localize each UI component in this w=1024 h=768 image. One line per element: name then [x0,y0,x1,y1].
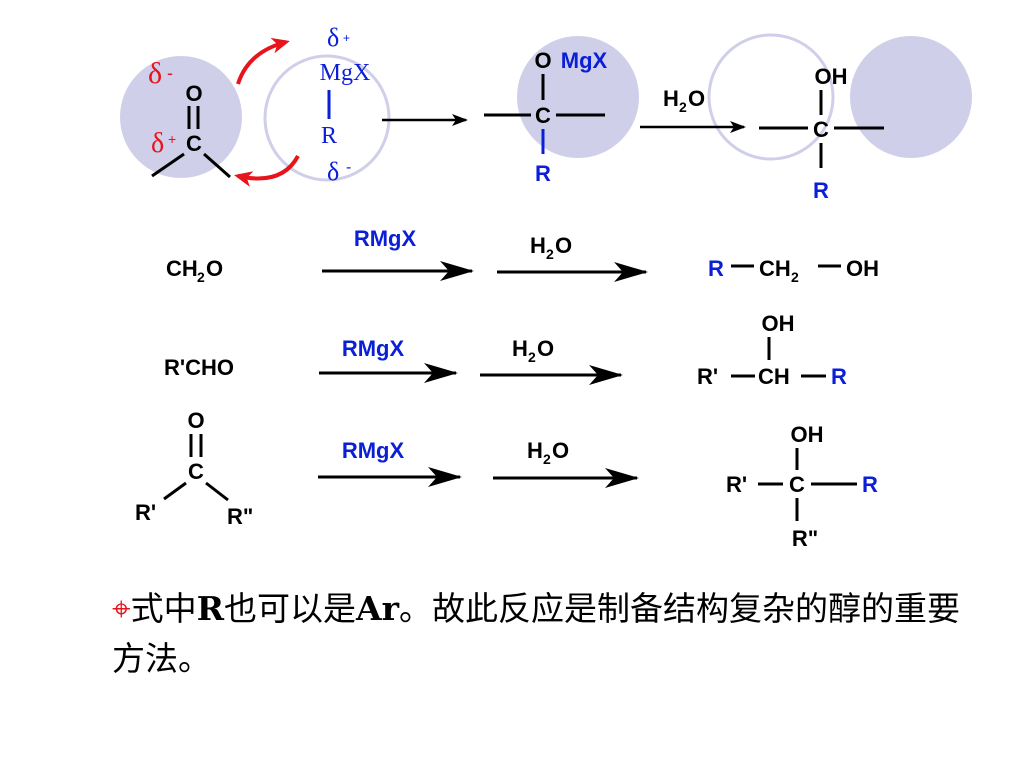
alkoxide-adduct: O MgX C R [484,48,608,186]
alcohol-oh-label: OH [815,64,848,89]
secondary-alcohol-r-label: R [831,364,847,389]
tertiary-alcohol-r-double-prime-label: R" [792,526,818,551]
aldehyde-grignard-reagent-label: RMgX [342,336,405,361]
ketone-oxygen-label: O [187,408,204,433]
alcohol-highlight-circle [850,36,972,158]
note-text-part2: 也可以是 [224,589,357,628]
formaldehyde-hydrolysis-label: H 2 O [530,233,572,262]
grignard-delta-plus-symbol: δ [327,23,339,52]
note-text-part3: 。故此反应是制备结构复杂的醇的重要方法。 [112,589,961,678]
carbonyl-delta-plus-symbol: δ [151,128,164,159]
circle-cross-bullet-icon: ⌖ [112,589,131,628]
hydrolysis-o-label: O [688,86,705,111]
secondary-alcohol-oh-label: OH [762,311,795,336]
secondary-alcohol-ch-label: CH [758,364,790,389]
primary-alcohol-ch-label: CH [759,256,791,281]
grignard-highlight-circle [263,54,391,182]
adduct-r-label: R [535,161,551,186]
aldehyde-substrate-label: R'CHO [164,355,234,380]
primary-alcohol-oh-label: OH [846,256,879,281]
formaldehyde-hydrolysis-sub: 2 [546,246,554,262]
aldehyde-hydrolysis-sub: 2 [528,349,536,365]
tertiary-alcohol-product: OH R' C R R" [726,422,878,551]
formaldehyde-hydrolysis-o: O [555,233,572,258]
carbonyl-carbon-label: C [186,131,202,156]
hydrolysis-subscript-label: 2 [679,99,687,115]
adduct-oxygen-label: O [534,48,551,73]
grignard-r-label: R [321,123,337,149]
formaldehyde-grignard-reagent-label: RMgX [354,226,417,251]
red-arrow-lower-curve [234,154,300,187]
ketone-carbon-label: C [188,459,204,484]
formaldehyde-reaction: CH 2 O RMgX H 2 O R CH 2 OH [166,226,879,285]
secondary-alcohol-product: OH R' CH R [697,311,847,389]
tertiary-alcohol-r-label: R [862,472,878,497]
adduct-highlight-circle [517,36,639,158]
ketone-hydrolysis-label: H 2 O [527,438,569,467]
adduct-mgx-label: MgX [561,48,608,73]
grignard-reagent: δ + MgX R δ - [320,23,371,186]
alcohol-r-label: R [813,178,829,203]
formaldehyde-substrate: CH 2 O [166,256,223,285]
ketone-r-double-prime-label: R" [227,504,253,529]
ketone-grignard-reagent-label: RMgX [342,438,405,463]
alcohol-open-circle [707,33,835,161]
carbonyl-highlight-circle [120,56,242,178]
red-arrow-upper-curve [236,37,290,85]
hydrolysis-h-label: H [663,86,679,111]
ketone-substrate: O C R' R" [135,408,253,529]
primary-alcohol-subscript: 2 [791,269,799,285]
primary-alcohol-r-label: R [708,256,724,281]
grignard-delta-minus-symbol: δ [327,157,339,186]
carbonyl-left-bond [151,152,185,178]
tertiary-alcohol-carbon-label: C [789,472,805,497]
grignard-delta-plus-sign: + [343,31,350,45]
ketone-hydrolysis-o: O [552,438,569,463]
carbonyl-delta-minus-symbol: δ [148,57,162,90]
aldehyde-hydrolysis-o: O [537,336,554,361]
note-text-part1: 式中 [130,589,197,628]
grignard-mgx-label: MgX [320,60,371,86]
formaldehyde-o-label: O [206,256,223,281]
ketone-hydrolysis-sub: 2 [543,451,551,467]
carbonyl-right-bond [203,152,231,179]
primary-alcohol-product: R CH 2 OH [708,256,879,285]
tertiary-alcohol-oh-label: OH [791,422,824,447]
alcohol-carbon-label: C [813,117,829,142]
carbonyl-oxygen-label: O [185,81,202,106]
carbonyl-group: O C δ - δ + [148,57,231,179]
note-bold-r: R [196,589,225,628]
mechanism-row: O C δ - δ + δ + MgX R δ - O [120,23,972,203]
carbonyl-delta-plus-sign: + [168,131,176,147]
ketone-hydrolysis-h: H [527,438,543,463]
ketone-r-prime-label: R' [135,500,156,525]
formaldehyde-ch-label: CH [166,256,198,281]
aldehyde-reaction: R'CHO RMgX H 2 O OH R' CH R [164,311,847,389]
secondary-alcohol-r-prime-label: R' [697,364,718,389]
ketone-reaction: O C R' R" RMgX H 2 O OH R' C R R" [135,408,878,551]
ketone-right-bond [205,481,229,502]
aldehyde-hydrolysis-h: H [512,336,528,361]
alcohol-product: OH C R [759,64,884,203]
carbonyl-delta-minus-sign: - [167,63,173,83]
footnote-text: ⌖式中R也可以是Ar。故此反应是制备结构复杂的醇的重要方法。 [112,584,972,684]
aldehyde-hydrolysis-label: H 2 O [512,336,554,365]
note-bold-ar: Ar [356,589,400,628]
hydrolysis-reagent-label: H 2 O [663,86,705,115]
formaldehyde-subscript-label: 2 [197,269,205,285]
formaldehyde-hydrolysis-h: H [530,233,546,258]
adduct-carbon-label: C [535,103,551,128]
ketone-left-bond [163,481,187,501]
tertiary-alcohol-r-prime-label: R' [726,472,747,497]
grignard-delta-minus-sign: - [346,159,351,176]
